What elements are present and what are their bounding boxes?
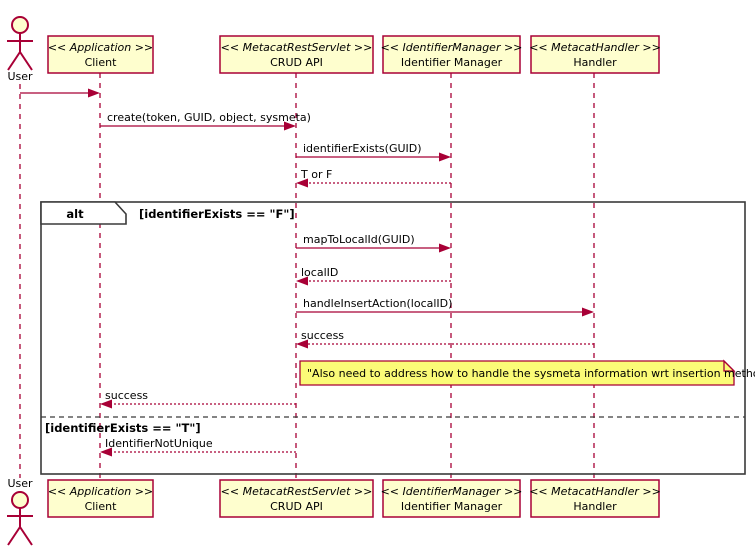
message-label: create(token, GUID, object, sysmeta) <box>107 111 311 124</box>
participant-stereotype: << Application >> <box>48 485 153 498</box>
participant-stereotype: << MetacatRestServlet >> <box>221 485 373 498</box>
actor-label-top: User <box>7 70 33 83</box>
participant-name: Identifier Manager <box>401 500 503 513</box>
message-label: handleInsertAction(localID) <box>303 297 452 310</box>
alt-guard-branch-1: [identifierExists == "F"] <box>139 207 295 221</box>
alt-operator-label: alt <box>66 207 84 221</box>
message-identifier-not-unique: IdentifierNotUnique <box>100 437 296 457</box>
participant-stereotype: << MetacatHandler >> <box>529 485 661 498</box>
participant-client-top[interactable]: << Application >> Client <box>47 35 154 74</box>
participant-crud-api-bottom[interactable]: << MetacatRestServlet >> CRUD API <box>219 479 374 518</box>
message-t-or-f: T or F <box>296 168 451 188</box>
alt-guard-branch-2: [identifierExists == "T"] <box>45 421 201 435</box>
note-sysmeta: "Also need to address how to handle the … <box>299 359 755 386</box>
actor-user-top: User <box>7 16 33 83</box>
message-label: T or F <box>300 168 332 181</box>
message-label: success <box>105 389 148 402</box>
message-local-id: localID <box>296 266 451 286</box>
message-label: identifierExists(GUID) <box>303 142 422 155</box>
participant-name: CRUD API <box>270 500 323 513</box>
participant-name: Client <box>85 56 118 69</box>
participant-name: Handler <box>573 500 617 513</box>
participant-stereotype: << MetacatHandler >> <box>529 41 661 54</box>
participant-crud-api-top[interactable]: << MetacatRestServlet >> CRUD API <box>219 35 374 74</box>
participant-stereotype: << IdentifierManager >> <box>381 41 523 54</box>
alt-fragment: alt [identifierExists == "F"] [identifie… <box>40 201 746 475</box>
participant-name: Handler <box>573 56 617 69</box>
message-map-to-local-id: mapToLocalId(GUID) <box>296 233 451 253</box>
participant-name: Client <box>85 500 118 513</box>
participant-name: Identifier Manager <box>401 56 503 69</box>
participant-client-bottom[interactable]: << Application >> Client <box>47 479 154 518</box>
message-handle-insert-action: handleInsertAction(localID) <box>296 297 594 317</box>
participant-identifier-manager-top[interactable]: << IdentifierManager >> Identifier Manag… <box>381 35 523 74</box>
message-identifier-exists: identifierExists(GUID) <box>296 142 451 162</box>
actor-label-bottom: User <box>7 477 33 490</box>
message-user-to-client <box>20 88 100 98</box>
note-text: "Also need to address how to handle the … <box>307 367 755 380</box>
participant-handler-top[interactable]: << MetacatHandler >> Handler <box>529 35 661 74</box>
message-create: create(token, GUID, object, sysmeta) <box>100 111 311 131</box>
participant-name: CRUD API <box>270 56 323 69</box>
participant-handler-bottom[interactable]: << MetacatHandler >> Handler <box>529 479 661 518</box>
message-label: success <box>301 329 344 342</box>
actor-user-bottom: User <box>7 477 33 546</box>
message-label: localID <box>301 266 338 279</box>
message-label: IdentifierNotUnique <box>105 437 213 450</box>
message-success-handler: success <box>296 329 594 349</box>
participant-stereotype: << Application >> <box>48 41 153 54</box>
participant-stereotype: << IdentifierManager >> <box>381 485 523 498</box>
message-success-client: success <box>100 389 296 409</box>
message-label: mapToLocalId(GUID) <box>303 233 415 246</box>
participant-stereotype: << MetacatRestServlet >> <box>221 41 373 54</box>
participant-identifier-manager-bottom[interactable]: << IdentifierManager >> Identifier Manag… <box>381 479 523 518</box>
